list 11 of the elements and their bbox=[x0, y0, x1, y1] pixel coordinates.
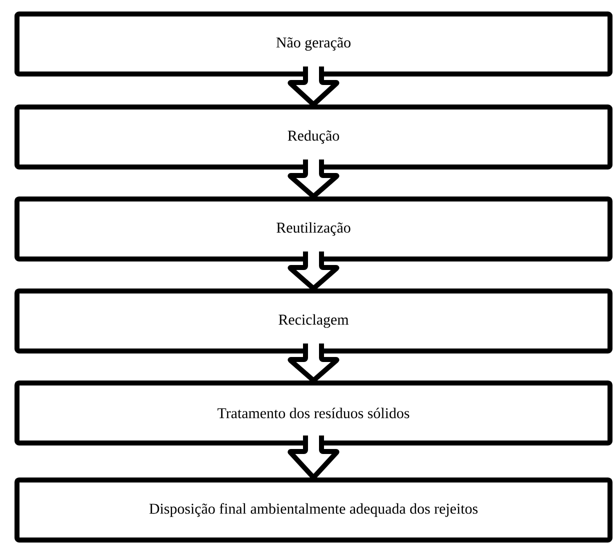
process-box: Não geração bbox=[14, 12, 612, 76]
block-arrow bbox=[288, 433, 340, 480]
process-box: Redução bbox=[14, 104, 612, 170]
process-box: Tratamento dos resíduos sólidos bbox=[14, 380, 612, 446]
block-arrow bbox=[288, 157, 340, 198]
process-box: Reutilização bbox=[14, 196, 612, 262]
block-arrow bbox=[288, 341, 340, 382]
process-box: Disposição final ambientalmente adequada dos rejeitos bbox=[14, 478, 612, 542]
process-box: Reciclagem bbox=[14, 288, 612, 354]
block-arrow bbox=[288, 249, 340, 290]
block-arrow bbox=[288, 64, 340, 106]
